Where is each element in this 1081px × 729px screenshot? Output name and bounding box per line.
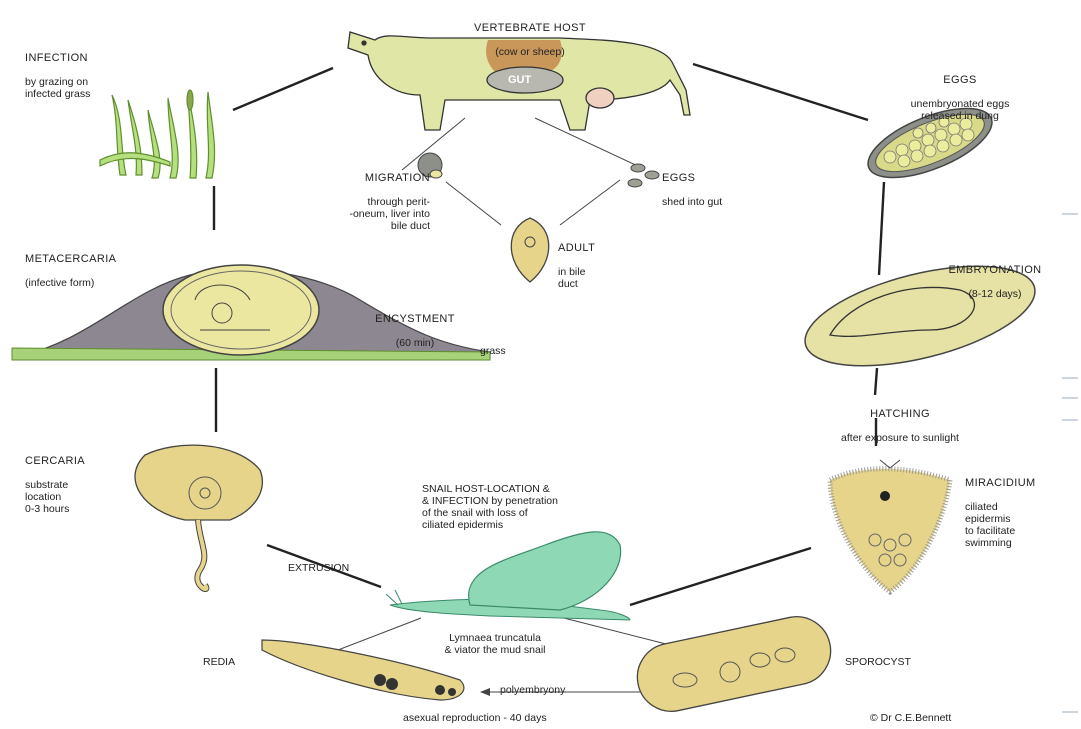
embryonation-text: (8-12 days) <box>920 288 1070 300</box>
eggs-dung-title: EGGS <box>880 74 1040 86</box>
hatching-title: HATCHING <box>800 408 1000 420</box>
credit-label: © Dr C.E.Bennett <box>870 712 951 724</box>
adult-label: ADULT in bile duct <box>558 230 638 302</box>
eggs-gut-label: EGGS shed into gut <box>662 160 772 220</box>
adult-fluke-illustration <box>511 218 549 282</box>
encystment-text: (60 min) <box>365 337 465 349</box>
miracidium-label: MIRACIDIUM ciliated epidermis to facilit… <box>965 465 1075 561</box>
encystment-title: ENCYSTMENT <box>365 313 465 325</box>
sporocyst-illustration <box>631 610 837 717</box>
grass-label: grass <box>480 345 506 357</box>
embryonation-label: EMBRYONATION (8-12 days) <box>920 252 1070 312</box>
metacercaria-text: (infective form) <box>25 277 175 289</box>
metacercaria-title: METACERCARIA <box>25 253 175 265</box>
migration-text: through perit- -oneum, liver into bile d… <box>310 196 430 232</box>
snail-species-label: Lymnaea truncatula & viator the mud snai… <box>420 632 570 656</box>
miracidium-title: MIRACIDIUM <box>965 477 1075 489</box>
adult-text: in bile duct <box>558 266 638 290</box>
infection-label: INFECTION by grazing on infected grass <box>25 40 175 112</box>
host-title: VERTEBRATE HOST <box>430 22 630 34</box>
eggs-dung-label: EGGS unembryonated eggs released in dung <box>880 62 1040 134</box>
gut-label: GUT <box>508 74 531 86</box>
snail-host-label: SNAIL HOST-LOCATION & & INFECTION by pen… <box>422 483 652 531</box>
hatching-label: HATCHING after exposure to sunlight <box>800 396 1000 456</box>
sporocyst-label: SPOROCYST <box>845 656 911 668</box>
cercaria-label: CERCARIA substrate location 0-3 hours <box>25 443 115 527</box>
metacercaria-label: METACERCARIA (infective form) <box>25 241 175 301</box>
asexual-reproduction-label: asexual reproduction - 40 days <box>403 712 547 724</box>
infection-text: by grazing on infected grass <box>25 76 175 100</box>
miracidium-text: ciliated epidermis to facilitate swimmin… <box>965 501 1075 549</box>
redia-label: REDIA <box>203 656 235 668</box>
polyembryony-label: polyembryony <box>500 684 565 696</box>
cercaria-title: CERCARIA <box>25 455 115 467</box>
encystment-label: ENCYSTMENT (60 min) <box>365 301 465 361</box>
miracidium-illustration <box>830 460 950 592</box>
adult-title: ADULT <box>558 242 638 254</box>
host-label: VERTEBRATE HOST (cow or sheep) <box>430 10 630 70</box>
embryonation-title: EMBRYONATION <box>920 264 1070 276</box>
eggs-in-gut-illustration <box>628 164 659 187</box>
cercaria-text: substrate location 0-3 hours <box>25 479 115 515</box>
migration-title: MIGRATION <box>310 172 430 184</box>
host-subtitle: (cow or sheep) <box>430 46 630 58</box>
migration-label: MIGRATION through perit- -oneum, liver i… <box>310 160 430 244</box>
extrusion-label: EXTRUSION <box>288 562 349 574</box>
eggs-gut-text: shed into gut <box>662 196 772 208</box>
eggs-dung-text: unembryonated eggs released in dung <box>880 98 1040 122</box>
eggs-gut-title: EGGS <box>662 172 772 184</box>
hatching-text: after exposure to sunlight <box>800 432 1000 444</box>
infection-title: INFECTION <box>25 52 175 64</box>
snail-host-illustration <box>386 532 630 620</box>
cercaria-illustration <box>135 445 262 589</box>
